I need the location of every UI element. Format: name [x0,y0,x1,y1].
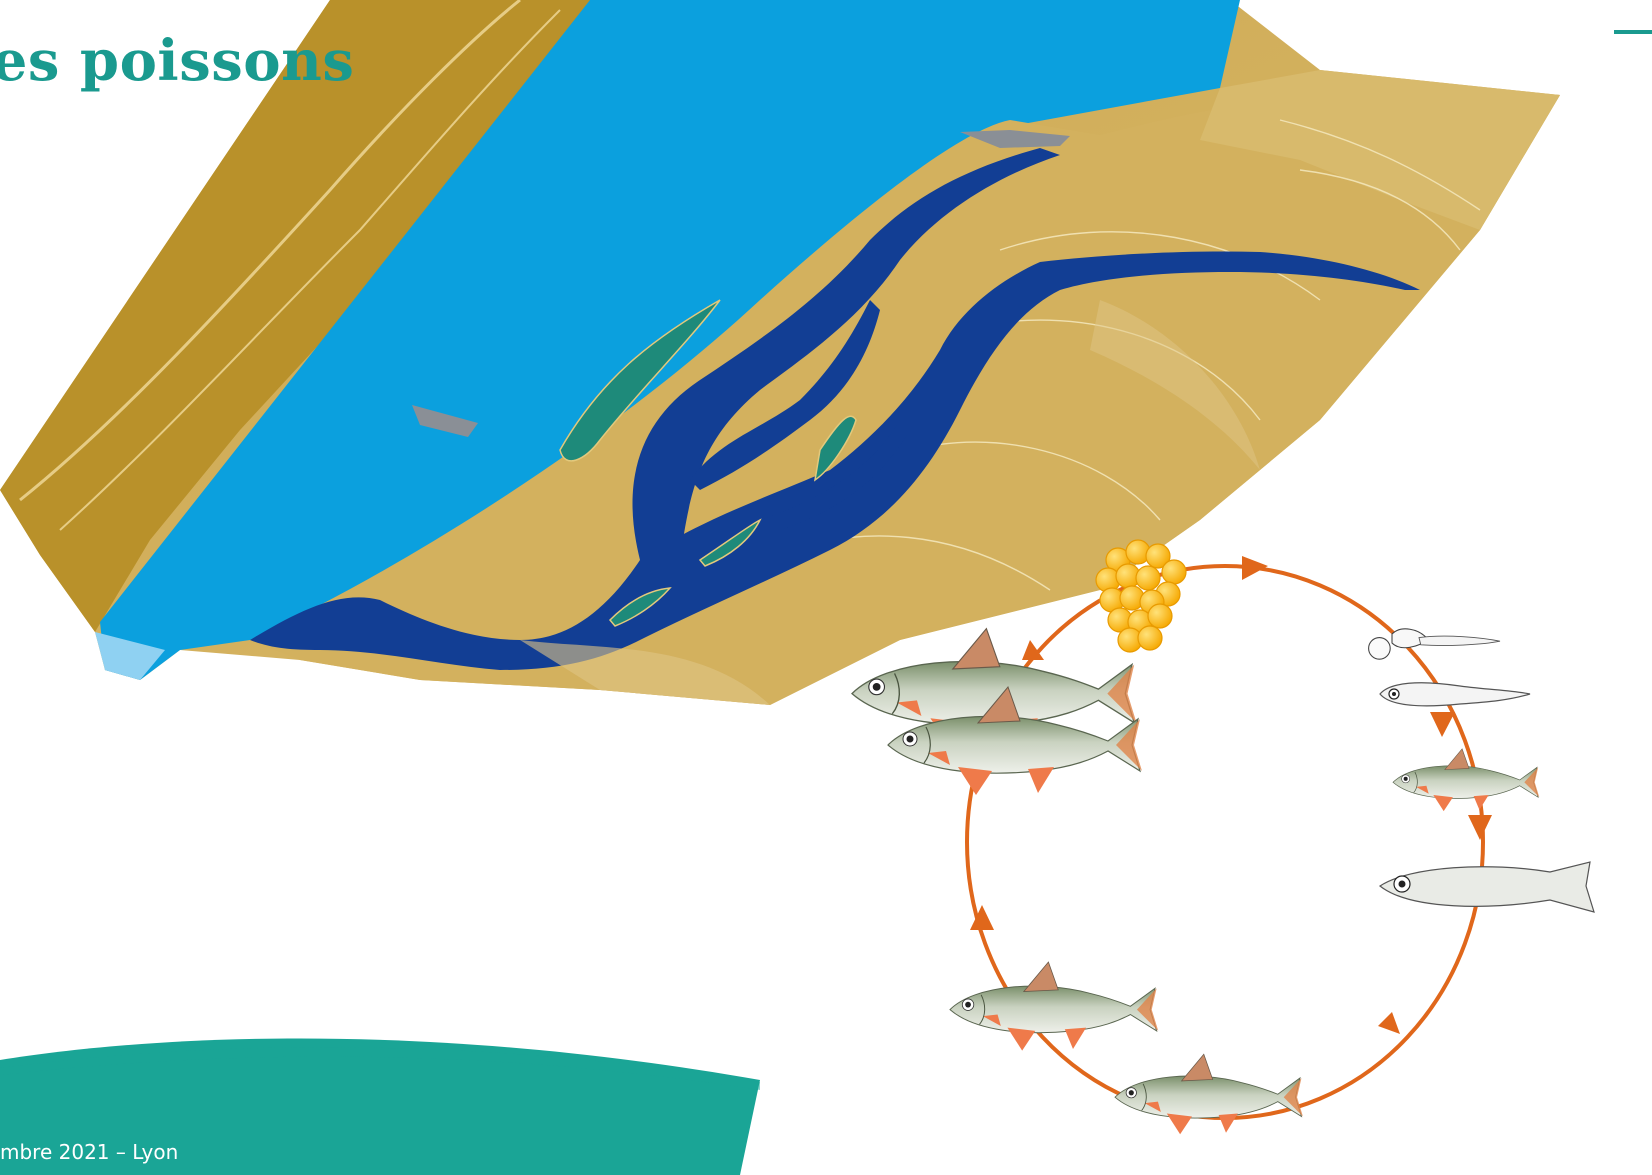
life-cycle-ring [967,566,1483,1118]
cycle-arrow-icon [1430,712,1455,737]
larva-icon [1380,683,1530,706]
larva-icon [1369,629,1500,659]
fish-life-cycle [852,540,1594,1134]
adult-fish-icon [950,962,1158,1051]
cycle-arrow-icon [1242,556,1268,580]
eggs-icon [1096,540,1186,652]
cycle-arrow-icon [1378,1012,1400,1034]
title-edge-mark [1614,30,1652,34]
footer-text: mbre 2021 – Lyon [0,1140,178,1164]
cycle-arrow-icon [1468,815,1492,840]
juvenile-fish-icon [1380,862,1594,912]
floodplain-landscape [0,0,1560,705]
slide-title: les poissons [0,28,354,94]
adult-fish-icon [1115,1054,1303,1134]
juvenile-fish-icon [1393,749,1539,811]
